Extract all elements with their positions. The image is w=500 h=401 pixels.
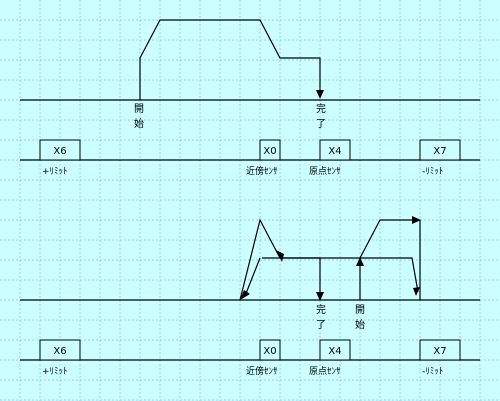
bottom-motion-arrow-1a <box>276 250 284 262</box>
bottom-sensor-x4: X4 原点ｾﾝｻ <box>309 339 351 377</box>
bottom-motion-path-2b <box>262 257 419 293</box>
top-sensor-x0: X0 近傍ｾﾝｻ <box>246 139 281 177</box>
sensor-label: +ﾘﾐｯﾄ <box>42 167 68 177</box>
sensor-box-label: X6 <box>53 346 66 357</box>
top-sensor-x4: X4 原点ｾﾝｻ <box>309 139 351 177</box>
top-finish-char-1: 完 <box>316 102 326 115</box>
sensor-box-label: X7 <box>433 346 446 357</box>
bottom-motion-path-2a <box>244 257 261 297</box>
bottom-motion-arrow-2a <box>240 290 250 300</box>
sensor-label: -ﾘﾐｯﾄ <box>422 367 443 377</box>
top-finish-char-2: 了 <box>316 118 326 130</box>
sensor-label: 原点ｾﾝｻ <box>309 166 341 177</box>
bottom-motion-path-1b <box>280 257 321 292</box>
sensor-box <box>419 139 461 161</box>
sensor-box <box>319 139 351 161</box>
bottom-motion-arrow-2b <box>413 287 420 296</box>
sensor-box-label: X4 <box>328 146 341 157</box>
bottom-finish-char-2: 了 <box>316 319 326 331</box>
sensor-box <box>419 339 461 361</box>
sensor-box <box>259 139 281 161</box>
bottom-section: 完 了 開 始 X6 +ﾘﾐｯﾄ X0 近傍ｾﾝｻ X4 原点ｾﾝｻ X7 -ﾘ… <box>20 216 480 377</box>
top-start-char-2: 始 <box>134 117 144 130</box>
bottom-sensor-x6: X6 +ﾘﾐｯﾄ <box>39 339 81 377</box>
sensor-box-label: X0 <box>263 146 276 157</box>
sensor-box <box>319 339 351 361</box>
bottom-finish-char-1: 完 <box>316 303 326 316</box>
sensor-box-label: X0 <box>263 346 276 357</box>
bottom-motion-arrow-3a <box>356 257 364 266</box>
top-start-char-1: 開 <box>134 103 144 115</box>
bottom-start-char-1: 開 <box>355 304 365 316</box>
bottom-motion-path-1a <box>239 218 281 301</box>
bottom-start-char-2: 始 <box>355 318 365 331</box>
top-motion-path <box>139 19 321 100</box>
bottom-motion-path-3b <box>359 219 412 259</box>
sensor-box-label: X6 <box>53 146 66 157</box>
top-sensor-x7: X7 -ﾘﾐｯﾄ <box>419 139 461 177</box>
bottom-motion-arrow-3b <box>412 216 421 224</box>
bottom-sensor-x0: X0 近傍ｾﾝｻ <box>246 339 281 377</box>
sensor-label: -ﾘﾐｯﾄ <box>422 167 443 177</box>
sensor-box-label: X4 <box>328 346 341 357</box>
sensor-box-label: X7 <box>433 146 446 157</box>
sensor-label: 近傍ｾﾝｻ <box>246 165 278 177</box>
sensor-label: +ﾘﾐｯﾄ <box>42 367 68 377</box>
sensor-label: 近傍ｾﾝｻ <box>246 365 278 377</box>
top-motion-arrow <box>316 90 324 99</box>
sensor-box <box>39 339 81 361</box>
top-sensor-x6: X6 +ﾘﾐｯﾄ <box>39 139 81 177</box>
bottom-motion-arrow-1b <box>316 292 324 301</box>
top-section: 開 始 完 了 X6 +ﾘﾐｯﾄ X0 近傍ｾﾝｻ X4 原点ｾﾝｻ X7 -ﾘ… <box>20 19 480 177</box>
bottom-sensor-x7: X7 -ﾘﾐｯﾄ <box>419 339 461 377</box>
sensor-box <box>259 339 281 361</box>
sensor-box <box>39 139 81 161</box>
sensor-label: 原点ｾﾝｻ <box>309 366 341 377</box>
